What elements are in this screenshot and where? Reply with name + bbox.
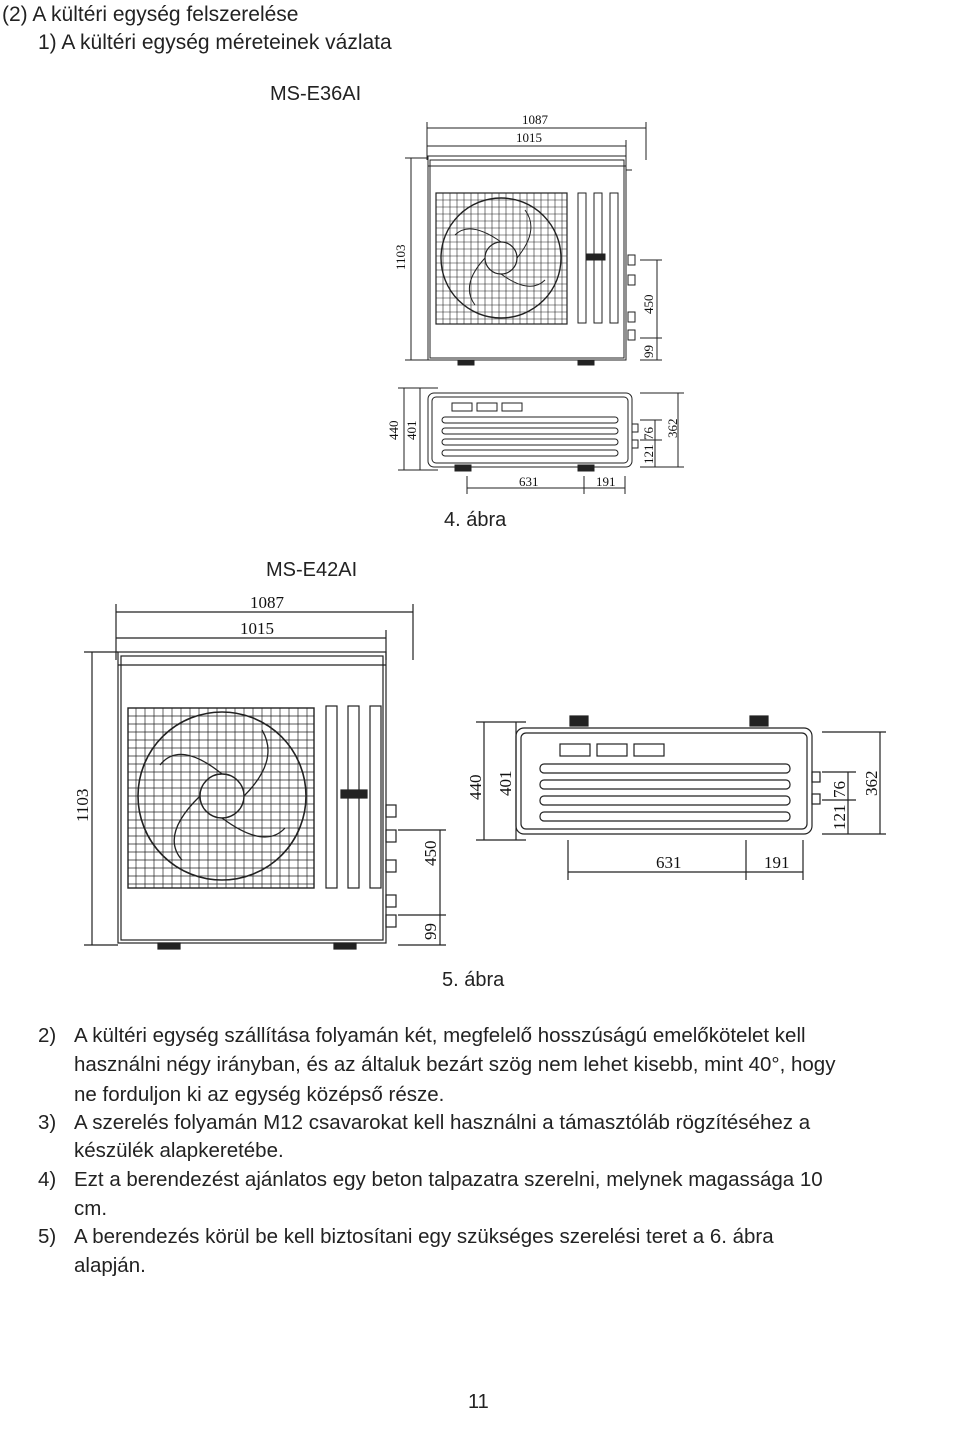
list-line: alapján.	[74, 1254, 146, 1277]
dim-label: 121	[641, 445, 656, 465]
figure5-caption: 5. ábra	[442, 969, 505, 991]
list-line: Ezt a berendezést ajánlatos egy beton ta…	[74, 1168, 823, 1191]
figure4-caption: 4. ábra	[444, 509, 507, 531]
list-number: 4)	[38, 1168, 57, 1191]
dim-label: 76	[641, 427, 656, 441]
list-line: A kültéri egység szállítása folyamán két…	[74, 1024, 806, 1047]
figure5-model-label: MS-E42AI	[266, 559, 358, 581]
dim-label: 1103	[393, 244, 408, 270]
dim-label: 76	[830, 781, 849, 798]
dim-label: 99	[421, 923, 440, 940]
dim-label: 1087	[250, 593, 285, 612]
dim-label: 1103	[73, 789, 92, 822]
dim-label: 1015	[240, 619, 274, 638]
list-line-row: alapján.	[74, 1254, 146, 1277]
list-line: A berendezés körül be kell biztosítani e…	[74, 1225, 774, 1248]
list-number: 2)	[38, 1024, 57, 1047]
dim-label: 450	[641, 295, 656, 315]
dim-label: 99	[641, 345, 656, 358]
dim-label: 191	[764, 853, 790, 872]
figure4-model-label: MS-E36AI	[270, 83, 362, 105]
list-line-row: ne forduljon ki az egység középső része.	[74, 1083, 445, 1106]
dim-label: 631	[656, 853, 682, 872]
subsection-heading: 1) A kültéri egység méreteinek vázlata	[38, 31, 392, 54]
dim-label: 362	[862, 771, 881, 797]
list-line: készülék alapkeretébe.	[74, 1139, 284, 1162]
list-line: A szerelés folyamán M12 csavarokat kell …	[74, 1111, 811, 1134]
list-line: ne forduljon ki az egység középső része.	[74, 1083, 445, 1106]
dim-label: 440	[386, 421, 401, 441]
dim-label: 440	[466, 775, 485, 801]
section-heading: (2) A kültéri egység felszerelése	[2, 3, 299, 26]
dim-label: 631	[519, 474, 539, 489]
dim-label: 450	[421, 841, 440, 867]
dim-label: 362	[665, 419, 680, 439]
dim-label: 401	[404, 421, 419, 441]
list-line: cm.	[74, 1197, 108, 1220]
dim-label: 1015	[516, 130, 542, 145]
list-number: 3)	[38, 1111, 57, 1134]
dim-label: 1087	[522, 112, 549, 127]
list-number: 5)	[38, 1225, 57, 1248]
dim-label: 401	[496, 771, 515, 797]
list-line: használni négy irányban, és az általuk b…	[74, 1053, 836, 1076]
list-line-row: használni négy irányban, és az általuk b…	[74, 1053, 836, 1076]
page-number: 11	[468, 1391, 489, 1413]
list-line-row: készülék alapkeretébe.	[74, 1139, 284, 1162]
dim-label: 121	[830, 805, 849, 831]
list-line-row: cm.	[74, 1197, 108, 1220]
dim-label: 191	[596, 474, 616, 489]
